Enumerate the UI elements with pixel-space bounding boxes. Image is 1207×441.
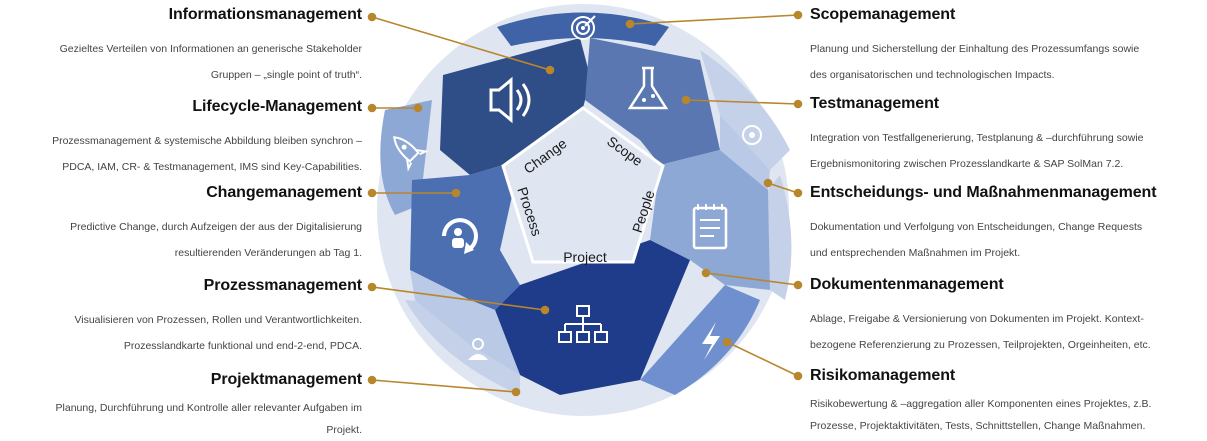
desc-line: Ablage, Freigabe & Versionierung von Dok… <box>810 313 1144 325</box>
label-description: Ablage, Freigabe & Versionierung von Dok… <box>810 306 1207 358</box>
org-chart-icon <box>558 305 608 343</box>
piece-change <box>410 160 520 310</box>
center-pentagon <box>501 106 665 264</box>
label-entscheidungsmanagement: Entscheidungs- und Maßnahmenmanagement D… <box>810 184 1207 266</box>
ring-right-bottom-piece <box>640 285 760 395</box>
label-title: Dokumentenmanagement <box>810 276 1004 293</box>
label-description: Prozessmanagement & systemische Abbildun… <box>0 128 362 180</box>
desc-line: Integration von Testfallgenerierung, Tes… <box>810 132 1144 144</box>
desc-line: bezogene Referenzierung zu Prozessen, Te… <box>810 339 1151 351</box>
desc-line: Prozesse, Projektaktivitäten, Tests, Sch… <box>810 420 1146 432</box>
rocket-icon <box>393 136 429 172</box>
label-dokumentenmanagement: Dokumentenmanagement Ablage, Freigabe & … <box>810 276 1207 358</box>
piece-decisions <box>720 115 770 190</box>
label-description: Visualisieren von Prozessen, Rollen und … <box>0 307 362 359</box>
notepad-icon <box>692 204 728 250</box>
speaker-icon <box>489 76 531 124</box>
label-risikomanagement: Risikomanagement Risikobewertung & –aggr… <box>810 367 1207 437</box>
label-title: Informationsmanagement <box>168 6 362 23</box>
desc-line: resultierenden Veränderungen ab Tag 1. <box>174 247 362 259</box>
label-title: Prozessmanagement <box>203 277 362 294</box>
label-informationsmanagement: Informationsmanagement Gezieltes Verteil… <box>0 6 362 88</box>
flask-icon <box>627 66 669 110</box>
desc-line: Predictive Change, durch Aufzeigen der a… <box>70 221 362 233</box>
ring-right-piece <box>768 175 792 300</box>
desc-line: Visualisieren von Prozessen, Rollen und … <box>74 314 362 326</box>
person-icon <box>468 338 488 360</box>
ring-bottom-left-piece <box>405 300 520 395</box>
desc-line: Gezieltes Verteilen von Informationen an… <box>59 43 362 55</box>
center-word-project: Project <box>563 249 607 265</box>
desc-line: Planung und Sicherstellung der Einhaltun… <box>810 43 1140 55</box>
label-title: Scopemanagement <box>810 6 956 23</box>
label-description: Planung, Durchführung und Kontrolle alle… <box>0 397 362 441</box>
label-title: Projektmanagement <box>210 371 362 388</box>
desc-line: Dokumentation und Verfolgung von Entsche… <box>810 221 1143 233</box>
label-title: Entscheidungs- und Maßnahmenmanagement <box>810 184 1157 201</box>
desc-line: PDCA, IAM, CR- & Testmanagement, IMS sin… <box>62 161 362 173</box>
desc-line: Gruppen – „single point of truth“. <box>210 69 362 81</box>
label-title: Testmanagement <box>810 95 940 112</box>
label-description: Risikobewertung & –aggregation aller Kom… <box>810 393 1207 437</box>
desc-line: Planung, Durchführung und Kontrolle alle… <box>55 402 362 414</box>
desc-line: Prozessmanagement & systemische Abbildun… <box>52 135 362 147</box>
label-lifecycle-management: Lifecycle-Management Prozessmanagement &… <box>0 98 362 180</box>
piece-test <box>585 38 720 165</box>
label-description: Integration von Testfallgenerierung, Tes… <box>810 125 1207 177</box>
label-title: Changemanagement <box>206 184 362 201</box>
label-title: Risikomanagement <box>810 367 956 384</box>
change-cycle-icon <box>442 218 478 254</box>
label-scopemanagement: Scopemanagement Planung und Sicherstellu… <box>810 6 1207 88</box>
label-changemanagement: Changemanagement Predictive Change, durc… <box>0 184 362 266</box>
desc-line: Prozesslandkarte funktional und end-2-en… <box>123 340 362 352</box>
label-testmanagement: Testmanagement Integration von Testfallg… <box>810 95 1207 177</box>
desc-line: Risikobewertung & –aggregation aller Kom… <box>810 398 1152 410</box>
desc-line: und entsprechenden Maßnahmen im Projekt. <box>810 247 1021 259</box>
label-description: Dokumentation und Verfolgung von Entsche… <box>810 214 1207 266</box>
piece-process <box>495 240 690 395</box>
gear-icon <box>742 125 762 145</box>
label-title: Lifecycle-Management <box>192 98 362 115</box>
label-description: Predictive Change, durch Aufzeigen der a… <box>0 214 362 266</box>
connectors <box>367 10 803 397</box>
desc-line: Ergebnismonitoring zwischen Prozesslandk… <box>810 158 1124 170</box>
ring-right-top-piece <box>700 50 790 170</box>
desc-line: des organisatorischen und technologische… <box>810 69 1055 81</box>
label-description: Planung und Sicherstellung der Einhaltun… <box>810 36 1207 88</box>
label-prozessmanagement: Prozessmanagement Visualisieren von Proz… <box>0 277 362 359</box>
target-icon <box>571 15 596 40</box>
label-description: Gezieltes Verteilen von Informationen an… <box>0 36 362 88</box>
desc-line: Projekt. <box>326 424 362 436</box>
label-projektmanagement: Projektmanagement Planung, Durchführung … <box>0 371 363 441</box>
lightning-icon <box>702 322 720 360</box>
